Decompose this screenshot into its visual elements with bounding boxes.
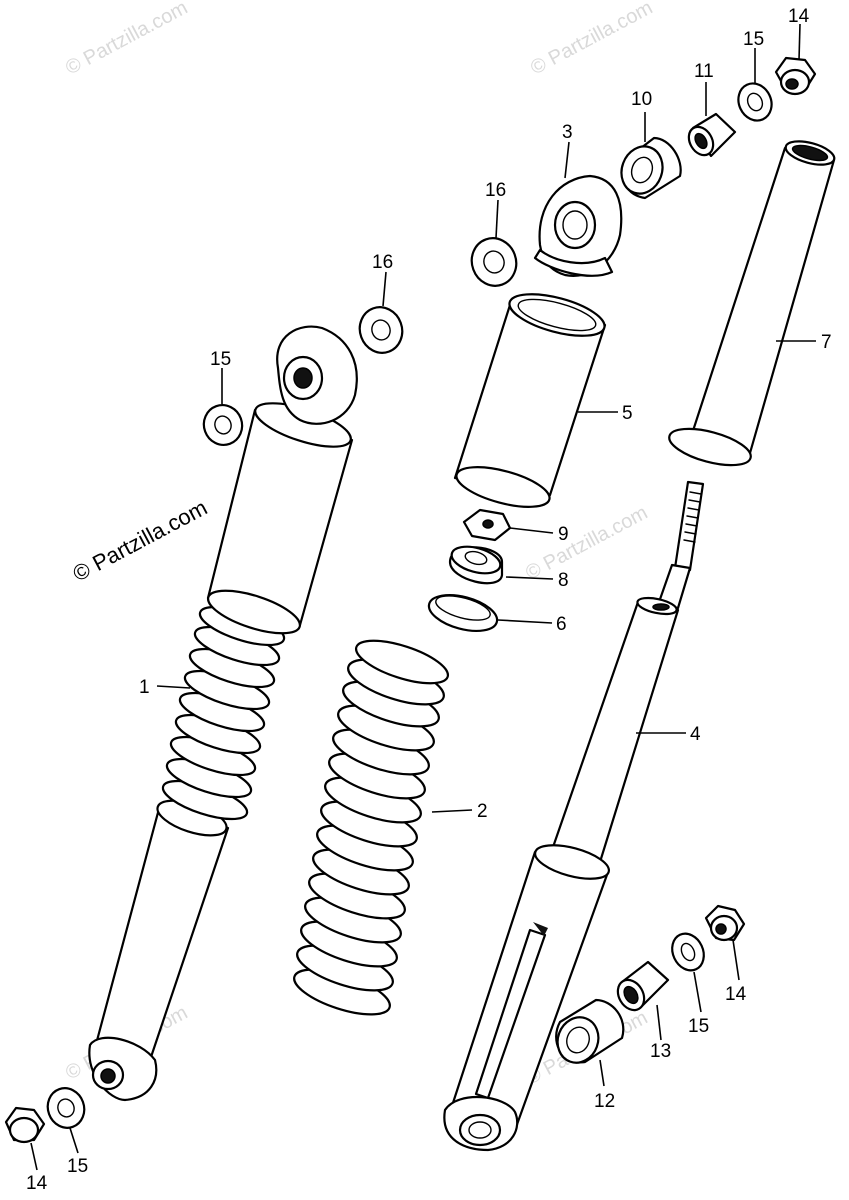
part-8-bushing [448,545,504,585]
part-2-spring [293,639,450,1016]
callout-15-right: 15 [688,1016,709,1037]
callout-16-center: 16 [485,180,506,201]
part-4-damper-assembly [443,480,705,1152]
callout-12: 12 [594,1091,615,1112]
callout-15-top: 15 [743,29,764,50]
part-16-washer-center [470,237,518,287]
callout-10: 10 [631,89,652,110]
callout-11: 11 [694,61,714,82]
callout-9: 9 [558,524,569,545]
callout-7: 7 [821,332,832,353]
callout-16-left: 16 [372,252,393,273]
part-5-upper-cover [453,293,607,508]
callout-8: 8 [558,570,569,591]
callout-14-top: 14 [788,6,810,27]
part-13-lower-collar [616,960,670,1012]
part-14-cap-nut-left [4,1106,46,1144]
part-11-collar [687,112,737,158]
callout-14-right: 14 [725,984,747,1005]
callout-3: 3 [562,122,573,143]
part-3-upper-joint [533,174,623,277]
watermark-main: © Partzilla.com [69,495,212,587]
part-7-outer-tube [668,140,836,467]
part-6-seat [427,593,499,633]
part-15-washer-right [671,932,705,972]
watermark-top-left: © Partzilla.com [62,0,191,79]
callout-1: 1 [139,677,150,698]
callout-2: 2 [477,801,488,822]
callout-15-shock: 15 [210,349,231,370]
callout-14-left: 14 [26,1173,48,1194]
part-12-lower-joint-rubber [555,998,625,1064]
callout-13: 13 [650,1041,671,1062]
part-14-cap-nut-right [704,904,746,942]
callout-5: 5 [622,403,633,424]
part-1-rear-shock-absorber [88,325,358,1102]
callout-numbers: 1 2 3 4 5 6 7 8 9 10 11 12 13 14 14 14 1… [26,6,832,1194]
part-16-washer-left [358,306,404,354]
part-9-lock-nut [462,508,512,542]
leader-lines [30,23,816,1171]
part-10-joint-rubber [620,136,682,200]
callout-4: 4 [690,724,701,745]
watermark-top-right: © Partzilla.com [527,0,656,79]
callout-15-left: 15 [67,1156,88,1177]
callout-6: 6 [556,614,567,635]
shock-spring-coils [161,605,286,821]
part-15-washer-top [737,82,773,122]
part-14-cap-nut-top [774,56,817,96]
part-15-washer-left [46,1087,86,1129]
part-15-washer-shock [202,404,244,446]
watermark-mid-right: © Partzilla.com [522,502,651,585]
